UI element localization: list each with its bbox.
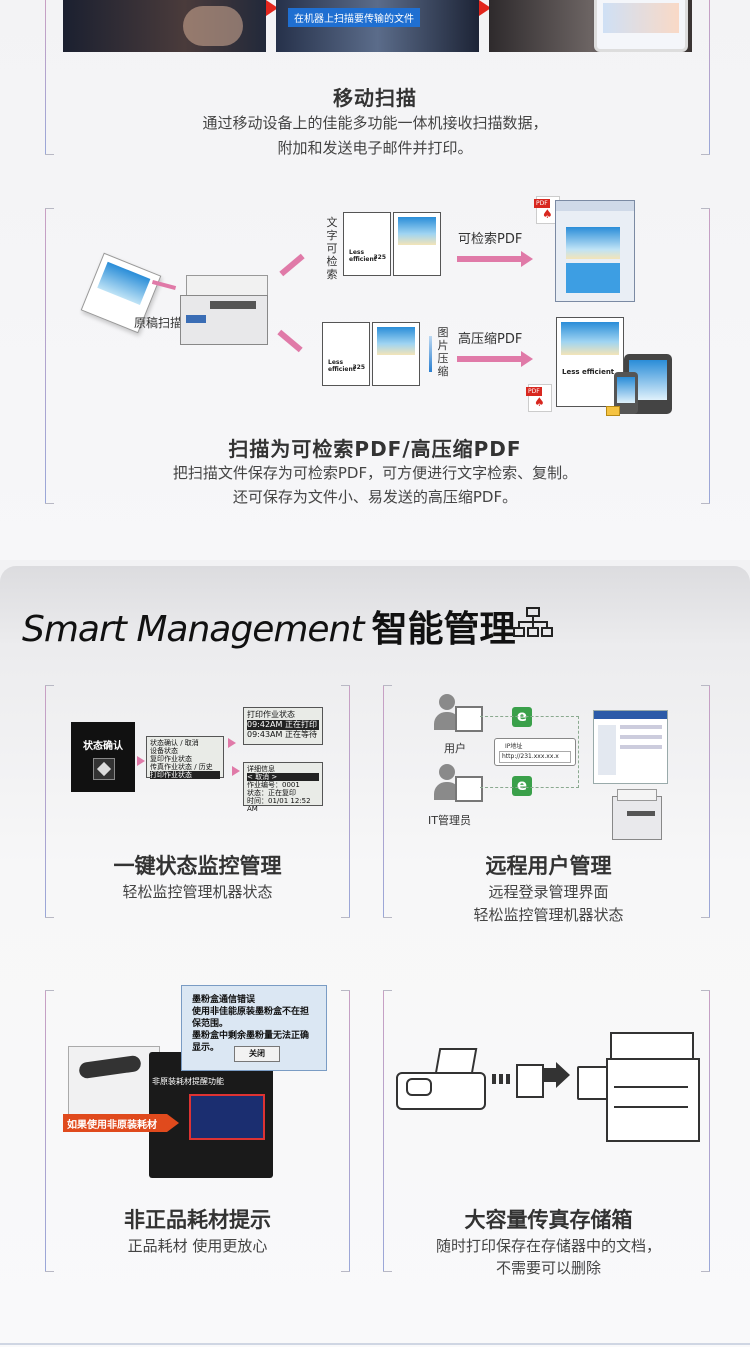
mobile-scan-desc-1: 通过移动设备上的佳能多功能一体机接收扫描数据，: [202, 114, 548, 132]
network-icon: [513, 607, 553, 637]
status-menu-screen: 状态确认 / 取消 设备状态 复印作业状态 传真作业状态 / 历史 打印作业状态: [146, 736, 224, 779]
image-compress-vertical-label: 图片压缩: [437, 326, 449, 378]
fax-machine-icon: [396, 1048, 486, 1110]
searchable-pdf-label: 可检索PDF: [458, 232, 523, 247]
multifunction-printer-image: [606, 1032, 700, 1142]
fax-card-desc-2: 不需要可以删除: [495, 1259, 601, 1277]
scan-photo-3: [489, 0, 692, 52]
printer-image: [180, 265, 270, 345]
print-status-screen: 打印作业状态 09:42AM 正在打印 09:43AM 正在等待: [243, 707, 323, 745]
toner-alert-card: [45, 990, 350, 1272]
toner-card-desc: 正品耗材 使用更放心: [127, 1237, 268, 1255]
status-card-title: 一键状态监控管理: [113, 854, 282, 878]
step-arrow-1: [266, 0, 278, 16]
status-arrow-3: [232, 766, 240, 776]
step-arrow-2: [479, 0, 491, 16]
warning-tag: 如果使用非原装耗材: [63, 1114, 167, 1132]
searchable-vertical-label: 文字可检索: [326, 216, 338, 281]
dialog-close-button[interactable]: 关闭: [234, 1046, 280, 1062]
photo-caption: 在机器上扫描要传输的文件: [288, 8, 420, 27]
toner-card-title: 非正品耗材提示: [124, 1208, 271, 1232]
transfer-arrow-icon: [544, 1068, 558, 1082]
status-arrow-1: [137, 756, 145, 766]
browser-icon-bottom: e: [512, 776, 532, 796]
user-label: 用户: [444, 742, 466, 755]
panel-caption: 非原装耗材提醒功能: [152, 1077, 224, 1086]
ip-url-field: http://231.xxx.xx.x: [499, 751, 571, 763]
warning-tag-arrow: [167, 1114, 179, 1132]
pdf-icon-bottom: PDF♠: [526, 384, 552, 412]
remote-card-desc-2: 轻松监控管理机器状态: [473, 906, 624, 924]
user-monitor-icon: [455, 706, 483, 732]
toner-error-dialog: 墨粉盒通信错误 使用非佳能原装墨粉盒不在担保范围。 墨粉盒中剩余墨粉量无法正确显…: [181, 985, 327, 1071]
job-detail-screen: 详细信息 < 取消 > 作业编号：0001 状态：正在复印 时间：01/01 1…: [243, 762, 323, 813]
mail-icon: [606, 406, 620, 416]
searchable-text-page: Less efficient 325: [343, 212, 391, 276]
mobile-scan-desc-2: 附加和发送电子邮件并打印。: [277, 139, 473, 157]
remote-card-title: 远程用户管理: [485, 854, 612, 878]
ip-address-box: IP地址 http://231.xxx.xx.x: [494, 738, 576, 766]
status-button-label: 状态确认: [83, 741, 123, 752]
pdf-scan-title: 扫描为可检索PDF/高压缩PDF: [228, 437, 522, 461]
pdf-scan-desc-2: 还可保存为文件小、易发送的高压缩PDF。: [232, 488, 518, 506]
status-button-panel[interactable]: 状态确认: [71, 722, 135, 792]
it-monitor-icon: [455, 776, 483, 802]
toner-machine-image: [68, 1046, 160, 1118]
remote-card-desc-1: 远程登录管理界面: [488, 883, 609, 901]
bottom-divider: [0, 1343, 750, 1345]
scan-photo-2: 在机器上扫描要传输的文件: [276, 0, 479, 52]
status-card-desc: 轻松监控管理机器状态: [122, 883, 273, 901]
heading-chinese: 智能管理: [371, 609, 516, 650]
tablet-image: [594, 0, 688, 52]
remote-ui-screenshot: [593, 710, 668, 784]
remote-management-card: [383, 685, 710, 918]
status-arrow-2: [228, 738, 236, 748]
compact-pdf-document: Less efficient: [556, 317, 624, 407]
compact-pdf-label: 高压缩PDF: [458, 332, 523, 347]
searchable-image-page: [393, 212, 441, 276]
fax-card-title: 大容量传真存储箱: [464, 1208, 633, 1232]
it-admin-label: IT管理员: [428, 814, 471, 827]
transfer-arrow-head: [556, 1062, 570, 1088]
it-avatar-icon: [434, 764, 460, 804]
searchable-pdf-window: [555, 200, 635, 302]
compact-image-page: [372, 322, 420, 386]
status-key-icon: [93, 758, 115, 780]
control-panel-image: 非原装耗材提醒功能: [149, 1052, 273, 1178]
document-icon: [516, 1064, 544, 1098]
pdf-scan-frame: [45, 208, 710, 504]
panel-screen: [189, 1094, 265, 1140]
status-monitor-card: [45, 685, 350, 918]
compact-arrow: [457, 351, 533, 367]
fax-storage-card: [383, 990, 710, 1272]
transfer-dots: [492, 1074, 512, 1084]
original-scan-label: 原稿扫描: [134, 316, 183, 330]
fax-card-desc-1: 随时打印保存在存储器中的文档，: [435, 1237, 661, 1255]
user-avatar-icon: [434, 694, 460, 734]
heading-english: Smart Management: [22, 609, 364, 650]
searchable-arrow: [457, 251, 533, 267]
remote-printer-image: [612, 789, 662, 840]
pdf-scan-desc-1: 把扫描文件保存为可检索PDF，可方便进行文字检索、复制。: [172, 464, 578, 482]
mobile-scan-frame: [45, 0, 710, 155]
smart-management-section: [0, 566, 750, 1347]
network-dotted-link: [480, 716, 579, 788]
mobile-scan-title: 移动扫描: [333, 86, 417, 110]
scan-photo-1: [63, 0, 266, 52]
compact-text-page: Less efficient 325: [322, 322, 370, 386]
compress-down-arrow: [429, 336, 432, 372]
